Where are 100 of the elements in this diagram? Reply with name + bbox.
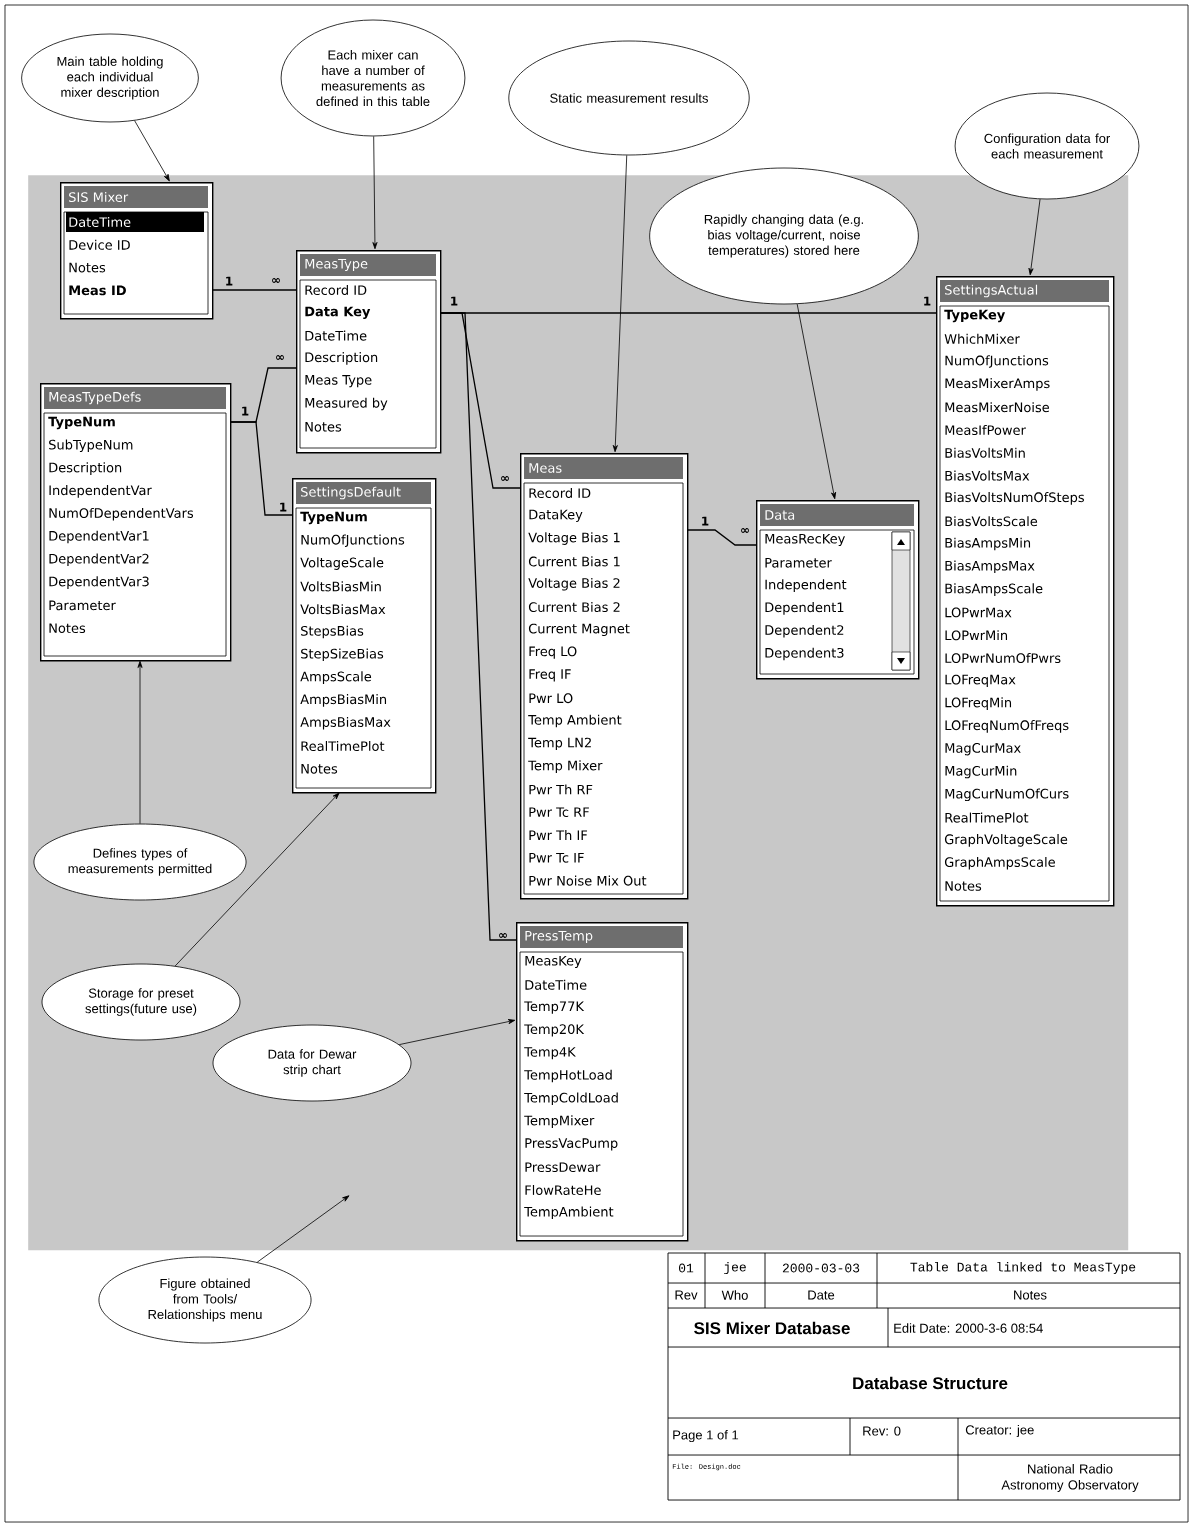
relationship-line — [439, 312, 517, 941]
cell-text: 01 — [679, 1263, 694, 1273]
field-name: LOFreqMin — [945, 697, 1012, 710]
field-name: Record ID — [529, 487, 591, 499]
table-title: PressTemp — [525, 930, 593, 944]
cell-text: National Radio Astronomy Observatory — [1001, 1463, 1139, 1493]
field-name: BiasVoltsMin — [945, 447, 1025, 458]
field-name: Meas ID — [69, 285, 126, 296]
cardinality-label: ∞ — [501, 475, 509, 481]
field-name: IndependentVar — [49, 485, 152, 498]
field-name: Meas Type — [305, 375, 372, 388]
table-window — [516, 922, 689, 1242]
leader-arrow — [372, 136, 378, 250]
cell-text: Notes — [1014, 1290, 1047, 1300]
field-name: Record ID — [305, 284, 367, 296]
field-name: GraphVoltageScale — [944, 834, 1068, 847]
leader-arrow — [174, 792, 340, 967]
field-name: Pwr LO — [529, 693, 573, 704]
field-name: StepsBias — [301, 625, 364, 639]
field-name: TypeNum — [300, 511, 367, 525]
field-name: WhichMixer — [944, 333, 1020, 344]
field-name: BiasVoltsScale — [945, 516, 1038, 527]
cell-text: Page 1 of 1 — [673, 1429, 739, 1443]
field-name: Notes — [301, 764, 338, 774]
field-name: Voltage Bias 1 — [528, 532, 620, 545]
field-name: Temp LN2 — [528, 737, 591, 750]
field-name: DataKey — [529, 509, 583, 522]
field-name: VoltsBiasMin — [300, 581, 381, 592]
cardinality-label: 1 — [702, 516, 709, 526]
field-name: Pwr Tc RF — [529, 807, 589, 818]
table-window — [520, 453, 689, 900]
cell-text: Database Structure — [853, 1376, 1008, 1390]
field-name: LOFreqMax — [945, 674, 1016, 687]
field-name: Pwr Noise Mix Out — [529, 875, 647, 886]
cell-text: Date — [808, 1290, 835, 1300]
cell-text: SIS Mixer Database — [694, 1321, 850, 1335]
field-name: LOPwrMax — [945, 607, 1012, 618]
cardinality-label: ∞ — [499, 932, 507, 938]
field-name: Temp4K — [524, 1047, 576, 1060]
leader-arrow — [134, 120, 170, 182]
field-name: Notes — [945, 881, 982, 891]
field-name: LOFreqNumOfFreqs — [945, 720, 1069, 733]
field-name: Current Bias 2 — [528, 601, 620, 613]
table-window — [756, 500, 920, 680]
field-name: AmpsBiasMax — [300, 716, 391, 730]
field-name: MagCurMax — [945, 743, 1021, 756]
field-name: TempAmbient — [524, 1206, 614, 1220]
field-name: Dependent1 — [765, 602, 844, 615]
field-name: AmpsScale — [300, 671, 372, 684]
field-name: Dependent2 — [765, 624, 844, 638]
field-name: Dependent3 — [765, 647, 844, 661]
cell-text: Edit Date: 2000-3-6 08:54 — [894, 1323, 1043, 1333]
field-name: BiasVoltsNumOfSteps — [945, 492, 1084, 505]
field-name: DateTime — [525, 979, 587, 990]
table-window — [936, 276, 1115, 907]
field-name: Pwr Th RF — [529, 784, 593, 795]
field-name: Temp77K — [524, 1001, 585, 1014]
table-title: SIS Mixer — [69, 191, 129, 203]
field-name: TempHotLoad — [524, 1069, 612, 1083]
leader-arrow — [398, 1019, 516, 1045]
field-name: DateTime — [305, 330, 367, 341]
field-name: Temp Mixer — [528, 760, 603, 773]
field-name: TypeKey — [944, 309, 1006, 323]
field-name: Measured by — [305, 397, 388, 411]
field-name: Data Key — [305, 306, 371, 319]
leader-arrow — [796, 303, 837, 500]
field-name: SubTypeNum — [49, 439, 133, 453]
field-name: Pwr Tc IF — [529, 853, 584, 863]
field-name: Freq LO — [529, 646, 577, 659]
field-name: Description — [305, 352, 378, 365]
field-name: Parameter — [765, 558, 832, 568]
field-name: MeasKey — [525, 955, 582, 969]
table-title: SettingsActual — [945, 284, 1038, 298]
field-name: Notes — [49, 623, 86, 634]
cell-text: Who — [721, 1290, 748, 1300]
field-name: DependentVar2 — [49, 553, 149, 567]
relationship-line — [229, 421, 293, 516]
table-window — [292, 478, 437, 794]
field-name: BiasAmpsMin — [945, 537, 1031, 551]
leader-arrow — [137, 660, 143, 824]
field-name: PressVacPump — [525, 1138, 618, 1151]
table-title: SettingsDefault — [301, 486, 401, 500]
field-name: Pwr Th IF — [529, 830, 588, 840]
leader-arrow — [1028, 198, 1041, 276]
field-name: MeasIfPower — [945, 424, 1026, 436]
leader-arrow — [612, 155, 628, 453]
field-name: Notes — [305, 422, 342, 432]
field-name: BiasAmpsMax — [945, 560, 1035, 574]
field-name: MagCurMin — [945, 765, 1017, 779]
cardinality-label: 1 — [226, 276, 233, 286]
field-name: FlowRateHe — [525, 1185, 601, 1196]
relationship-line — [211, 289, 297, 291]
field-name: LOPwrNumOfPwrs — [945, 652, 1061, 664]
field-name: Description — [49, 462, 122, 475]
table-window — [296, 250, 442, 454]
cardinality-label: 1 — [280, 502, 287, 512]
field-name: TempColdLoad — [524, 1092, 618, 1106]
field-name: MeasMixerAmps — [945, 378, 1050, 391]
field-name: Temp Ambient — [528, 714, 622, 728]
cardinality-label: 1 — [924, 296, 931, 306]
